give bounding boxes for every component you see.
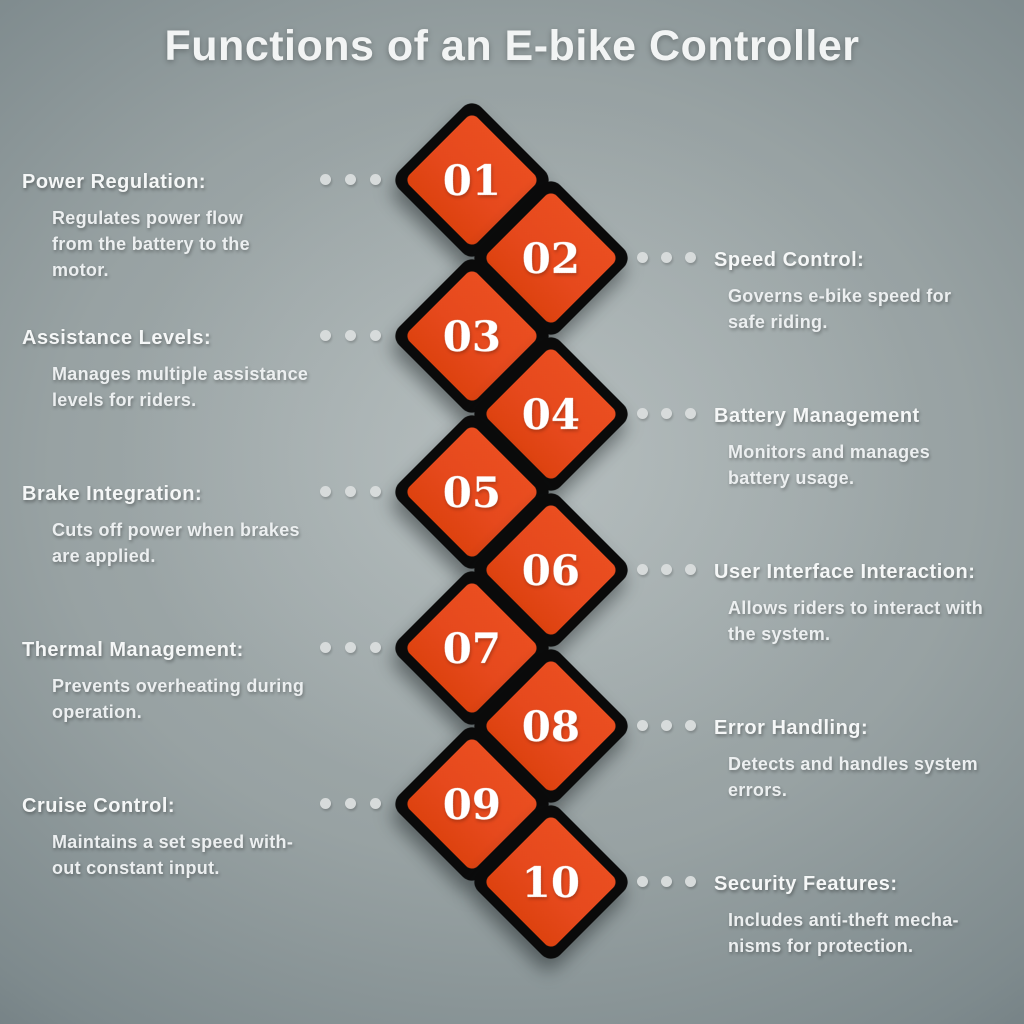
connector-dots-03 <box>320 330 381 341</box>
step-description-07: Prevents overheating during operation. <box>52 676 305 722</box>
step-number-06: 06 <box>521 545 581 595</box>
step-text-08: Error Handling: Detects and handles syst… <box>714 717 1024 803</box>
step-description-09: Maintains a set speed with- out constant… <box>52 832 294 878</box>
step-number-02: 02 <box>521 233 581 283</box>
step-number-01: 01 <box>442 155 502 205</box>
step-number-07: 07 <box>442 623 502 673</box>
step-title-09: Cruise Control: <box>22 795 176 817</box>
step-number-10: 10 <box>521 857 581 907</box>
step-text-02: Speed Control: Governs e-bike speed for … <box>714 249 1024 335</box>
step-title-06: User Interface Interaction: <box>714 561 976 583</box>
connector-dots-02 <box>637 252 696 263</box>
connector-dot-icon <box>685 720 696 731</box>
step-description-08: Detects and handles system errors. <box>728 754 978 800</box>
connector-dots-08 <box>637 720 696 731</box>
connector-dot-icon <box>320 798 331 809</box>
step-number-09: 09 <box>442 779 502 829</box>
step-description-10: Includes anti-theft mecha- nisms for pro… <box>728 910 959 956</box>
step-title-05: Brake Integration: <box>22 483 203 505</box>
connector-dot-icon <box>661 408 672 419</box>
connector-dot-icon <box>661 720 672 731</box>
step-number-03: 03 <box>442 311 502 361</box>
connector-dot-icon <box>685 564 696 575</box>
step-description-05: Cuts off power when brakes are applied. <box>52 520 300 566</box>
connector-dot-icon <box>637 564 648 575</box>
connector-dot-icon <box>320 642 331 653</box>
step-text-06: User Interface Interaction: Allows rider… <box>714 561 1024 647</box>
connector-dot-icon <box>345 642 356 653</box>
page-title: Functions of an E-bike Controller <box>164 22 860 70</box>
connector-dot-icon <box>345 486 356 497</box>
connector-dots-01 <box>320 174 381 185</box>
connector-dots-07 <box>320 642 381 653</box>
connector-dot-icon <box>345 330 356 341</box>
connector-dot-icon <box>370 798 381 809</box>
connector-dot-icon <box>637 876 648 887</box>
step-number-08: 08 <box>521 701 581 751</box>
connector-dots-06 <box>637 564 696 575</box>
connector-dot-icon <box>320 174 331 185</box>
connector-dots-04 <box>637 408 696 419</box>
connector-dot-icon <box>637 408 648 419</box>
step-text-04: Battery Management Monitors and manages … <box>714 405 1024 491</box>
step-number-05: 05 <box>442 467 502 517</box>
step-text-10: Security Features: Includes anti-theft m… <box>714 873 1024 959</box>
step-title-10: Security Features: <box>714 873 898 895</box>
connector-dot-icon <box>685 408 696 419</box>
connector-dot-icon <box>345 798 356 809</box>
connector-dot-icon <box>685 876 696 887</box>
step-text-07: Thermal Management: Prevents overheating… <box>22 639 362 725</box>
step-title-07: Thermal Management: <box>22 639 244 661</box>
step-title-08: Error Handling: <box>714 717 869 739</box>
connector-dot-icon <box>370 174 381 185</box>
step-title-02: Speed Control: <box>714 249 865 271</box>
connector-dot-icon <box>320 486 331 497</box>
step-text-03: Assistance Levels: Manages multiple assi… <box>22 327 362 413</box>
connector-dots-10 <box>637 876 696 887</box>
step-text-09: Cruise Control: Maintains a set speed wi… <box>22 795 362 881</box>
connector-dot-icon <box>370 330 381 341</box>
connector-dot-icon <box>345 174 356 185</box>
step-description-04: Monitors and manages battery usage. <box>728 442 931 488</box>
step-description-01: Regulates power flow from the battery to… <box>52 208 250 280</box>
connector-dot-icon <box>661 564 672 575</box>
step-title-03: Assistance Levels: <box>22 327 212 349</box>
step-description-03: Manages multiple assistance levels for r… <box>52 364 309 410</box>
connector-dot-icon <box>685 252 696 263</box>
step-title-04: Battery Management <box>714 405 920 427</box>
connector-dot-icon <box>637 252 648 263</box>
connector-dot-icon <box>320 330 331 341</box>
step-number-04: 04 <box>521 389 581 439</box>
step-title-01: Power Regulation: <box>22 171 207 193</box>
step-description-02: Governs e-bike speed for safe riding. <box>728 286 952 332</box>
step-description-06: Allows riders to interact with the syste… <box>728 598 984 644</box>
step-text-05: Brake Integration: Cuts off power when b… <box>22 483 362 569</box>
step-text-01: Power Regulation: Regulates power flow f… <box>22 171 362 283</box>
connector-dot-icon <box>637 720 648 731</box>
connector-dot-icon <box>370 486 381 497</box>
connector-dots-05 <box>320 486 381 497</box>
connector-dot-icon <box>370 642 381 653</box>
connector-dot-icon <box>661 252 672 263</box>
connector-dot-icon <box>661 876 672 887</box>
connector-dots-09 <box>320 798 381 809</box>
